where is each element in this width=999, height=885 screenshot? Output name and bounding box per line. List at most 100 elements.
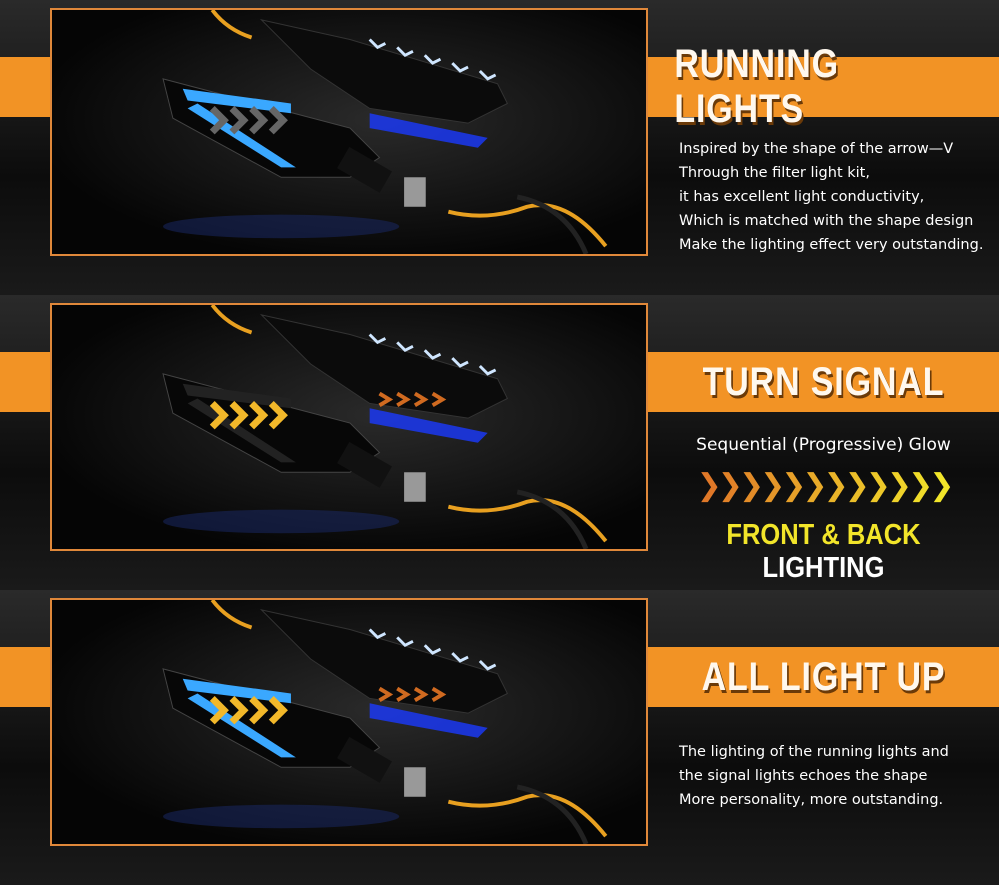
section-title: RUNNING LIGHTS (674, 42, 839, 131)
front-blue-top (182, 678, 291, 704)
product-photo-turn (50, 303, 648, 551)
bolt (404, 767, 426, 797)
rear-chevron (451, 62, 469, 73)
rear-blue-strip (369, 703, 488, 738)
front-back-lighting: FRONT & BACK LIGHTING (669, 519, 978, 585)
rear-indicator (259, 313, 509, 419)
description-line: Make the lighting effect very outstandin… (679, 237, 984, 253)
front-chevron (209, 695, 229, 725)
product-photo-running (50, 8, 648, 256)
description-line: More personality, more outstanding. (679, 792, 944, 808)
rear-chevron (478, 69, 497, 81)
front-chevron (249, 105, 269, 135)
chevron-icon: ❯ (865, 468, 891, 503)
rear-chevron (396, 636, 414, 648)
wire (516, 489, 589, 549)
rear-chevron (368, 38, 387, 50)
front-chevron (249, 400, 269, 430)
rear-amber-chevron (413, 391, 429, 408)
section-running-lights: RUNNING LIGHTS Inspired by the shape of … (0, 0, 999, 295)
chevron-icon: ❯ (760, 468, 786, 503)
rear-chevron (396, 46, 414, 58)
front-blue-top (182, 383, 291, 409)
wire (210, 305, 253, 335)
section-title: ALL LIGHT UP (701, 654, 946, 699)
stem (337, 441, 392, 488)
description-line: The lighting of the running lights and (679, 744, 949, 760)
description: The lighting of the running lights and t… (679, 740, 949, 812)
rear-amber-chevron (431, 391, 447, 408)
rear-chevron (451, 357, 469, 368)
rear-chevron (423, 349, 442, 360)
stem (337, 146, 392, 193)
front-chevron (209, 105, 229, 135)
front-back-label: FRONT & BACK (726, 519, 921, 551)
front-chevron (249, 695, 269, 725)
bolt (404, 177, 426, 207)
rear-chevron (423, 54, 442, 65)
wire (447, 793, 608, 838)
subtitle: Sequential (Progressive) Glow (696, 435, 951, 455)
wire (210, 600, 253, 630)
rear-chevron (451, 652, 469, 663)
rear-amber-chevron (396, 391, 411, 408)
wire (447, 498, 608, 543)
description: Inspired by the shape of the arrow—V Thr… (679, 137, 983, 257)
chevron-icon: ❯ (696, 468, 722, 503)
stem (337, 736, 392, 783)
rear-chevron (478, 659, 497, 671)
rear-amber-chevron (396, 686, 411, 703)
front-chevron (229, 695, 249, 725)
description-line: Through the filter light kit, (679, 165, 870, 181)
chevron-icon: ❯ (717, 468, 743, 503)
front-chevron (229, 400, 249, 430)
front-chevron (268, 105, 288, 135)
front-blue-bottom (187, 398, 296, 463)
rear-chevron (368, 628, 387, 640)
rear-amber-chevron (378, 686, 394, 703)
reflection (163, 214, 400, 239)
front-blue-bottom (187, 693, 296, 758)
rear-amber-chevron (378, 391, 394, 408)
reflection (163, 509, 400, 534)
wire (516, 194, 589, 254)
product-photo-all (50, 598, 648, 846)
chevron-icon: ❯ (844, 468, 870, 503)
rear-blue-strip (369, 113, 488, 148)
section-all-light-up: ALL LIGHT UP The lighting of the running… (0, 590, 999, 885)
front-chevron (268, 695, 288, 725)
front-chevron (268, 400, 288, 430)
front-chevron (209, 400, 229, 430)
reflection (163, 804, 400, 829)
rear-chevron (396, 341, 414, 353)
rear-amber-chevron (431, 686, 447, 703)
rear-amber-chevron (413, 686, 429, 703)
description-line: Inspired by the shape of the arrow—V (679, 141, 954, 157)
wire (447, 203, 608, 248)
chevron-icon: ❯ (738, 468, 765, 503)
sequential-arrows-icon: ❯❯❯❯❯❯❯❯❯❯❯❯ (648, 471, 999, 501)
chevron-icon: ❯ (908, 468, 934, 503)
front-blue-bottom (187, 103, 296, 168)
chevron-icon: ❯ (781, 468, 807, 503)
lighting-label: LIGHTING (762, 552, 885, 584)
rear-chevron (478, 364, 497, 376)
wire (516, 784, 589, 844)
rear-chevron (423, 644, 442, 655)
wire (210, 10, 253, 40)
bolt (404, 472, 426, 502)
front-blue-top (182, 88, 291, 114)
description-line: Which is matched with the shape design (679, 213, 974, 229)
section-turn-signal: TURN SIGNAL Sequential (Progressive) Glo… (0, 295, 999, 590)
chevron-icon: ❯ (802, 468, 828, 503)
rear-chevron (368, 333, 387, 345)
chevron-icon: ❯ (929, 468, 955, 503)
section-title: TURN SIGNAL (702, 359, 945, 404)
rear-blue-strip (369, 408, 488, 443)
chevron-icon: ❯ (823, 468, 849, 503)
rear-indicator (259, 18, 509, 124)
rear-indicator (259, 608, 509, 714)
description-line: the signal lights echoes the shape (679, 768, 928, 784)
chevron-icon: ❯ (886, 468, 913, 503)
description-line: it has excellent light conductivity, (679, 189, 925, 205)
